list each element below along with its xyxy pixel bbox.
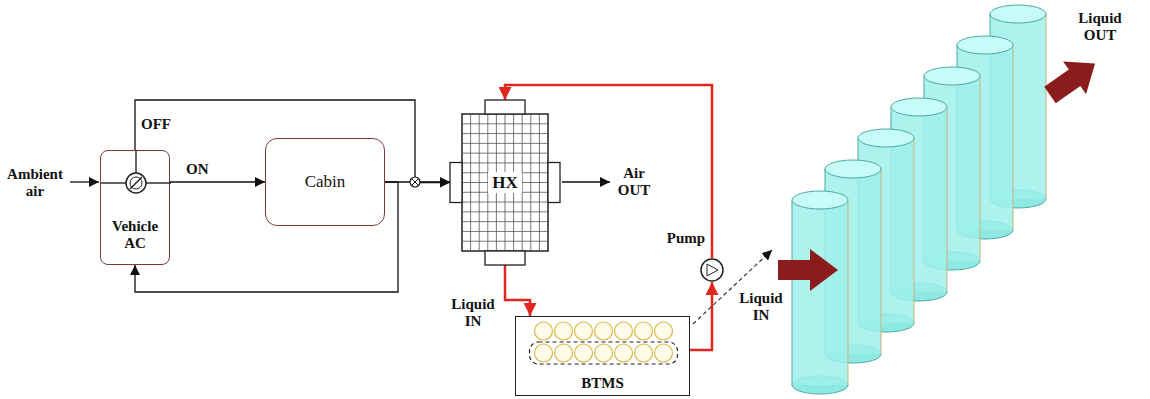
- node-text: Cabin: [305, 172, 346, 192]
- pump-node: Pump: [700, 258, 724, 282]
- junction-cross: [412, 179, 419, 186]
- valve-symbol: [130, 177, 142, 189]
- battery-cell: [595, 322, 613, 340]
- air-out-arrow: [562, 181, 610, 182]
- battery-cell: [655, 322, 673, 340]
- exchanger-header: [485, 251, 525, 265]
- inlet-flow-arrow: [778, 249, 838, 291]
- battery-cell: [595, 344, 613, 362]
- outlet-flow-arrow: [1039, 47, 1107, 111]
- ac-unit-box: Vehicle AC: [100, 150, 170, 265]
- flow-connector: [505, 265, 530, 316]
- selection-dash: [530, 342, 678, 364]
- duct-line: [146, 182, 171, 183]
- heat-exchanger: HX: [450, 100, 560, 265]
- pump-impeller: [707, 264, 718, 276]
- battery-cell: [575, 344, 593, 362]
- battery-cell: [535, 322, 553, 340]
- core-grid: [462, 153, 548, 154]
- flow-label: Liquid IN: [736, 290, 786, 325]
- core-grid: [462, 231, 548, 232]
- core-grid: [462, 221, 548, 222]
- btms-box: BTMS: [515, 316, 690, 396]
- cell-module-illustration: [792, 5, 1046, 394]
- core-grid: [462, 162, 548, 163]
- core-grid: [462, 123, 548, 124]
- battery-cell: [555, 322, 573, 340]
- mixing-junction: [410, 177, 420, 187]
- valve-symbol: [130, 177, 142, 189]
- exchanger-header: [485, 100, 525, 114]
- battery-cell: [535, 344, 553, 362]
- pump-symbol: [701, 259, 723, 281]
- exchanger-header: [548, 163, 560, 203]
- core-grid: [462, 143, 548, 144]
- outlet-label: Air OUT: [614, 165, 654, 200]
- connector-label: Liquid IN: [446, 296, 500, 331]
- battery-cell: [555, 344, 573, 362]
- node-text: HX: [488, 172, 522, 194]
- battery-cell: [575, 322, 593, 340]
- valve-symbol: [126, 173, 146, 193]
- exchanger-core: [462, 114, 548, 251]
- core-grid: [462, 211, 548, 212]
- node-text: Pump: [667, 230, 705, 247]
- label-text: Ambient air: [4, 166, 66, 201]
- junction-cross: [412, 179, 419, 186]
- connector-label-text: ON: [184, 161, 211, 178]
- core-grid: [462, 202, 548, 203]
- battery-cell: [635, 322, 653, 340]
- battery-cell: [655, 344, 673, 362]
- inlet-label: Ambient air: [4, 166, 66, 201]
- cell-cylinder: [792, 191, 848, 394]
- pump-node-outline: [700, 258, 724, 282]
- battery-cell: [615, 344, 633, 362]
- exchanger-header: [450, 163, 462, 203]
- ambient-air-arrow: [70, 181, 99, 182]
- flow-connector: [170, 181, 265, 182]
- label-text: Liquid IN: [736, 290, 786, 325]
- duct-line: [135, 151, 136, 173]
- connector-label: OFF: [139, 116, 173, 133]
- flow-connector: [690, 282, 712, 350]
- battery-cell: [635, 344, 653, 362]
- cabin-box: Cabin: [265, 138, 385, 226]
- label-text: Air OUT: [614, 165, 654, 200]
- core-grid: [462, 133, 548, 134]
- label-text: Liquid OUT: [1068, 10, 1132, 45]
- node-text: Vehicle AC: [101, 218, 169, 253]
- connector-label-text: Liquid IN: [446, 296, 500, 331]
- flow-label: Liquid OUT: [1068, 10, 1132, 45]
- duct-line: [101, 182, 126, 183]
- connector-label: ON: [184, 161, 211, 178]
- battery-cell: [615, 322, 633, 340]
- core-grid: [462, 241, 548, 242]
- connector-label-text: OFF: [139, 116, 173, 133]
- node-text: BTMS: [581, 375, 624, 392]
- junction-circle: [410, 177, 420, 187]
